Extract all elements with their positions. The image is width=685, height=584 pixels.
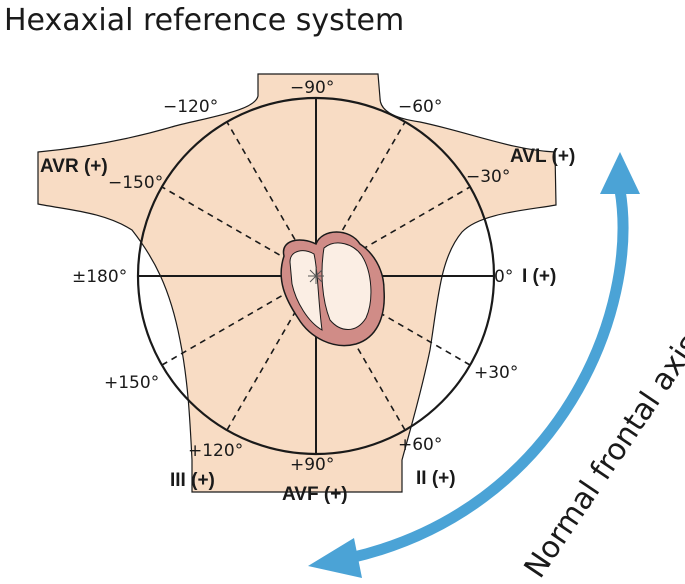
angle-label-plus120: +120° xyxy=(188,441,243,461)
lead-label-avf: AVF (+) xyxy=(282,484,348,505)
lead-label-avr: AVR (+) xyxy=(40,156,108,177)
angle-label-minus60: −60° xyxy=(398,97,442,117)
heart-illustration xyxy=(280,231,385,347)
arrow-head-bottom xyxy=(308,538,362,578)
angle-label-minus150: −150° xyxy=(108,173,163,193)
arrow-shaft xyxy=(348,189,629,564)
heart-chamber-right xyxy=(289,250,323,331)
heart-chamber-left xyxy=(321,242,372,330)
angle-label-plus90: +90° xyxy=(290,455,334,475)
angle-label-minus90: −90° xyxy=(290,78,334,98)
angle-label-plus150: +150° xyxy=(104,373,159,393)
angle-label-minus30: −30° xyxy=(466,167,510,187)
angle-label-plusminus180: ±180° xyxy=(72,267,127,287)
diagram-title: Hexaxial reference system xyxy=(4,3,404,38)
angle-label-plus30: +30° xyxy=(474,363,518,383)
arrow-head-top xyxy=(600,152,640,194)
angle-label-zero: 0° xyxy=(494,267,513,287)
lead-label-ii: II (+) xyxy=(416,468,456,489)
lead-label-i: I (+) xyxy=(522,266,556,287)
heart-center-marker xyxy=(308,268,324,284)
normal-axis-arrow xyxy=(308,152,640,578)
normal-frontal-axis-label: Normal frontal axis xyxy=(518,328,685,584)
angle-label-plus60: +60° xyxy=(398,435,442,455)
angle-label-minus120: −120° xyxy=(163,97,218,117)
lead-label-avl: AVL (+) xyxy=(510,146,575,167)
lead-label-iii: III (+) xyxy=(170,470,215,491)
